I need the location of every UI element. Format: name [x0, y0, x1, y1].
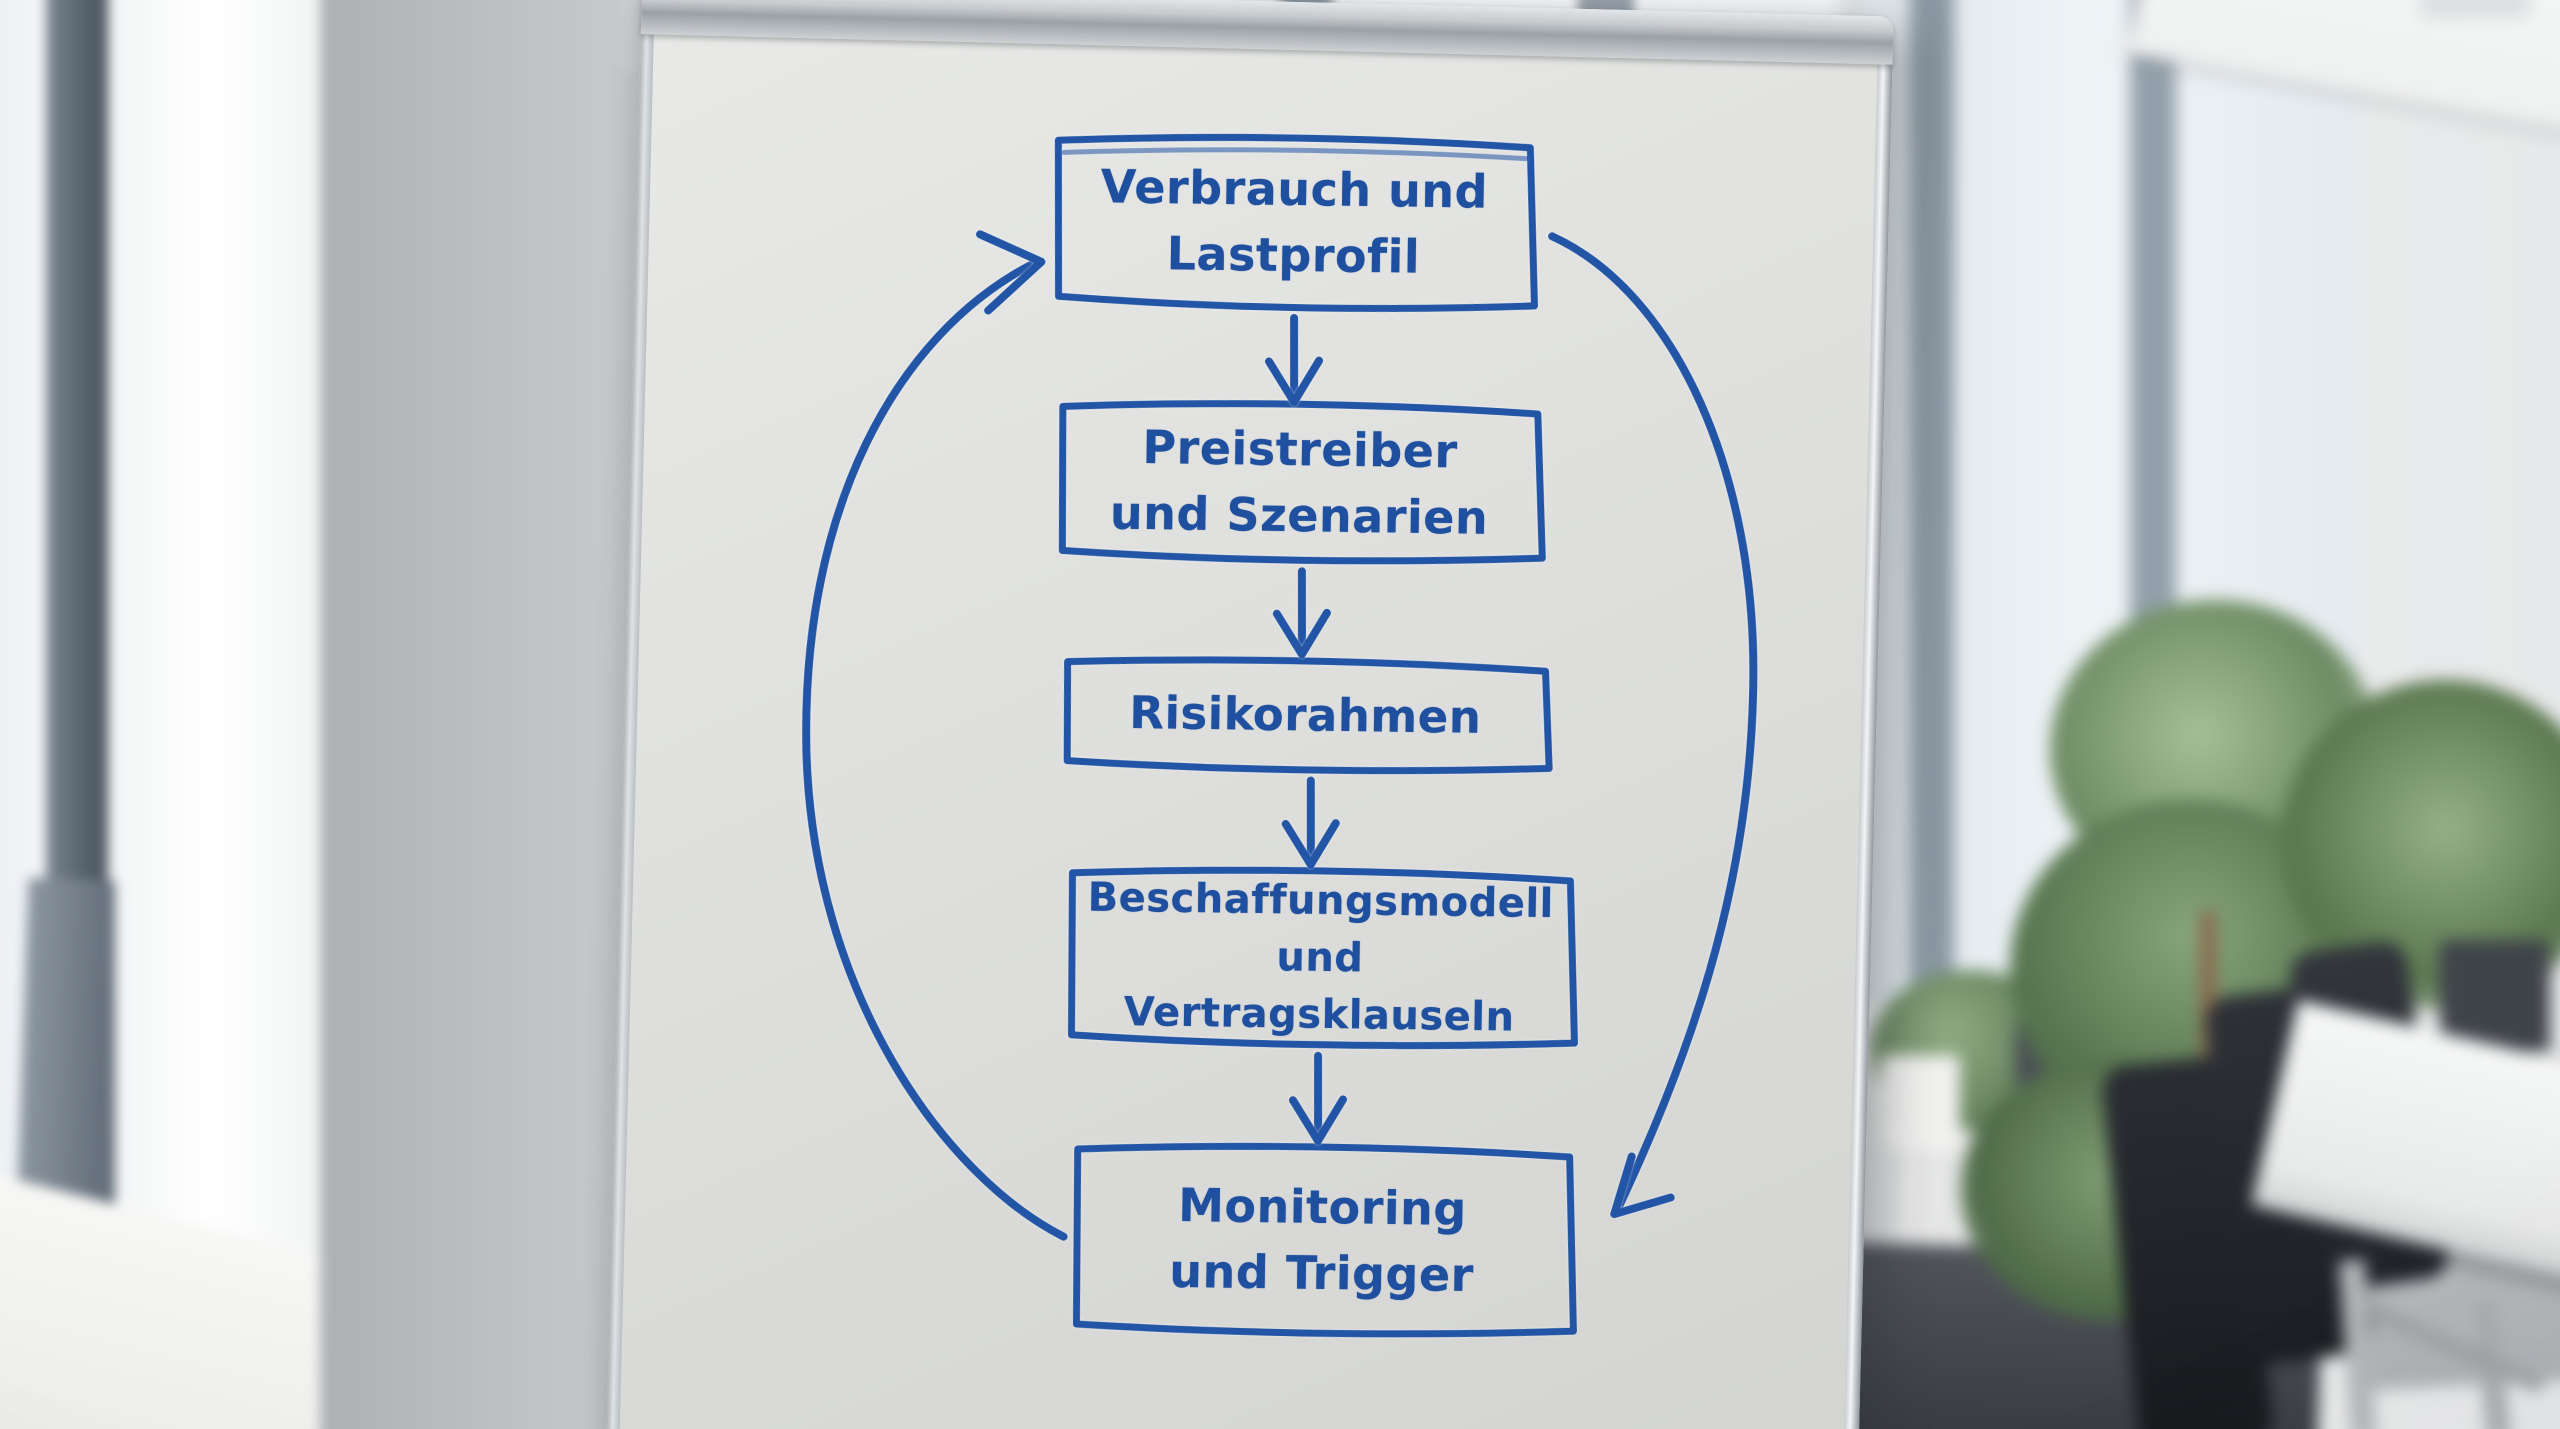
- feedback-left-curve: [802, 259, 1068, 1241]
- edge-1-shaft: [1290, 314, 1299, 403]
- edge-4-arrowhead: [1288, 1095, 1348, 1145]
- feedback-left-arrowhead: [976, 230, 1046, 315]
- flow-node-risikorahmen: Risikorahmen: [1062, 658, 1549, 773]
- whiteboard: Verbrauch und Lastprofil Preistreiber un…: [606, 0, 1894, 1429]
- node-4-outline: [1068, 866, 1578, 1050]
- flow-node-label: Preistreiber und Szenarien: [1109, 420, 1489, 545]
- flowchart-drawing: [802, 133, 1758, 1338]
- node-1-outline-double-stroke: [1061, 147, 1529, 162]
- node-1-outline: [1054, 133, 1538, 312]
- window-right-mullion-1: [1910, 0, 1954, 1020]
- ceiling-vent: [2420, 0, 2530, 18]
- edge-right-arrowhead: [1610, 1152, 1675, 1219]
- flow-node-label: Verbrauch und Lastprofil: [1100, 159, 1489, 284]
- flow-node-label: Risikorahmen: [1129, 686, 1482, 744]
- flow-node-verbrauch-lastprofil: Verbrauch und Lastprofil: [1052, 135, 1535, 311]
- node-3-outline: [1063, 656, 1553, 775]
- edge-right-curve: [1548, 232, 1758, 1217]
- background-left: [0, 0, 680, 1429]
- edge-3-shaft: [1306, 776, 1315, 865]
- edge-2-shaft: [1297, 567, 1306, 655]
- node-5-outline: [1072, 1142, 1577, 1338]
- edge-3-arrowhead: [1281, 819, 1340, 869]
- wall-pillar-bright: [115, 0, 325, 1429]
- background-right: [1836, 0, 2560, 1429]
- edge-2-arrowhead: [1272, 608, 1331, 659]
- flow-node-label: Beschaffungsmodell und Vertragsklauseln: [1087, 874, 1555, 1041]
- edge-1-arrowhead: [1265, 356, 1324, 407]
- flow-node-beschaffungsmodell-vertragsklauseln: Beschaffungsmodell und Vertragsklauseln: [1065, 868, 1574, 1048]
- flow-node-label: Monitoring und Trigger: [1169, 1178, 1475, 1302]
- flow-node-preistreiber-szenarien: Preistreiber und Szenarien: [1057, 402, 1542, 564]
- node-2-outline: [1058, 400, 1546, 565]
- sill-plant-pot-white: [1880, 1055, 1960, 1150]
- edge-4-shaft: [1314, 1051, 1323, 1141]
- flow-node-monitoring-trigger: Monitoring und Trigger: [1070, 1145, 1574, 1337]
